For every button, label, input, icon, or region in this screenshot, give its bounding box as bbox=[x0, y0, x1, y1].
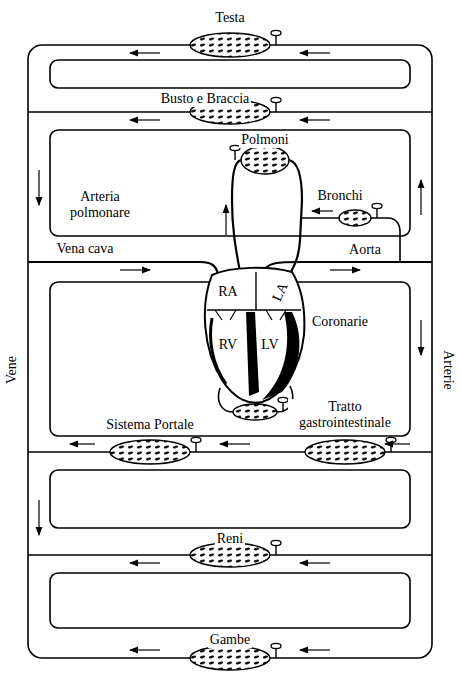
capillary-bed bbox=[233, 404, 277, 420]
valve-tap bbox=[271, 30, 281, 35]
ventricular-septum bbox=[246, 312, 259, 396]
vessels bbox=[28, 45, 432, 658]
pulmonary-artery bbox=[232, 160, 241, 272]
flow-arrow bbox=[220, 443, 250, 444]
vessel-gap bbox=[50, 470, 410, 528]
flow-arrow bbox=[385, 443, 410, 444]
capillary-beds bbox=[110, 30, 396, 670]
flow-arrow bbox=[300, 562, 330, 563]
flow-arrow bbox=[300, 52, 330, 53]
trunk-label: Vene bbox=[4, 354, 20, 386]
flow-arrow bbox=[300, 649, 330, 650]
flow-arrow bbox=[38, 500, 39, 535]
chamber-label: RV bbox=[217, 337, 239, 353]
chamber-label: LA bbox=[268, 278, 292, 305]
flow-arrow bbox=[420, 320, 421, 355]
flow-arrow bbox=[300, 119, 330, 120]
valve-tap bbox=[275, 35, 276, 45]
valve-tap bbox=[271, 97, 281, 102]
capillary-bed bbox=[339, 210, 371, 226]
valve-tap bbox=[386, 437, 396, 442]
capillary-bed bbox=[110, 440, 190, 464]
flow-arrow bbox=[330, 269, 360, 270]
capillary-bed bbox=[190, 33, 270, 57]
flow-arrows bbox=[39, 53, 421, 650]
flow-arrow bbox=[130, 562, 160, 563]
flow-arrow bbox=[225, 205, 226, 235]
organ-label: Busto e Braccia bbox=[159, 91, 252, 107]
valve-tap bbox=[234, 150, 235, 160]
vessel-gap bbox=[50, 130, 410, 236]
valve-tap bbox=[271, 540, 281, 545]
valve-tap bbox=[278, 397, 288, 402]
flow-arrow bbox=[38, 170, 39, 205]
trunk-label: Arterie bbox=[440, 348, 456, 392]
vessel-label: Aorta bbox=[347, 242, 383, 258]
flow-arrow bbox=[120, 269, 150, 270]
flow-arrow bbox=[420, 180, 421, 215]
capillary-bed bbox=[190, 646, 270, 670]
valve-tap bbox=[195, 442, 196, 452]
pulmonary-vein bbox=[289, 160, 302, 274]
organ-label: Reni bbox=[215, 531, 245, 547]
organ-label: Coronarie bbox=[310, 314, 370, 330]
organ-label: Tratto gastrointestinale bbox=[288, 399, 402, 431]
capillary-bed bbox=[241, 146, 289, 174]
flow-arrow bbox=[130, 649, 160, 650]
valve-tap bbox=[372, 203, 382, 208]
vessel-label: Vena cava bbox=[54, 241, 115, 257]
left-ventricle-wall bbox=[262, 312, 299, 400]
valve-tap bbox=[275, 545, 276, 555]
valve-tap bbox=[282, 402, 283, 412]
vessel-gap bbox=[50, 573, 410, 628]
valve-tap bbox=[275, 102, 276, 112]
chamber-label: LV bbox=[259, 337, 280, 353]
valve-tap bbox=[191, 437, 201, 442]
flow-arrow bbox=[130, 52, 160, 53]
valve-tap bbox=[275, 648, 276, 658]
valve-plane bbox=[207, 309, 301, 310]
valve-tap bbox=[376, 208, 377, 218]
capillary-bed bbox=[305, 440, 385, 464]
flow-arrow bbox=[130, 119, 160, 120]
main-trunks bbox=[28, 45, 432, 658]
organ-label: Bronchi bbox=[315, 188, 364, 204]
organ-label: Polmoni bbox=[239, 132, 290, 148]
vessel-label: Arteria polmonare bbox=[58, 189, 142, 221]
valve-tap bbox=[271, 643, 281, 648]
heart-outline bbox=[205, 268, 305, 403]
organ-label: Sistema Portale bbox=[104, 417, 196, 433]
bronchial-vessel bbox=[302, 217, 339, 219]
vena-cava bbox=[28, 262, 218, 274]
organ-label: Testa bbox=[213, 10, 246, 26]
heart bbox=[205, 268, 305, 403]
chamber-label: RA bbox=[216, 284, 239, 300]
flow-arrow bbox=[312, 210, 333, 211]
vessel-gap bbox=[50, 60, 410, 88]
atrial-septum bbox=[255, 272, 256, 310]
valve-leaflets bbox=[215, 310, 286, 320]
flow-arrow bbox=[70, 443, 95, 444]
organ-label: Gambe bbox=[208, 632, 252, 648]
